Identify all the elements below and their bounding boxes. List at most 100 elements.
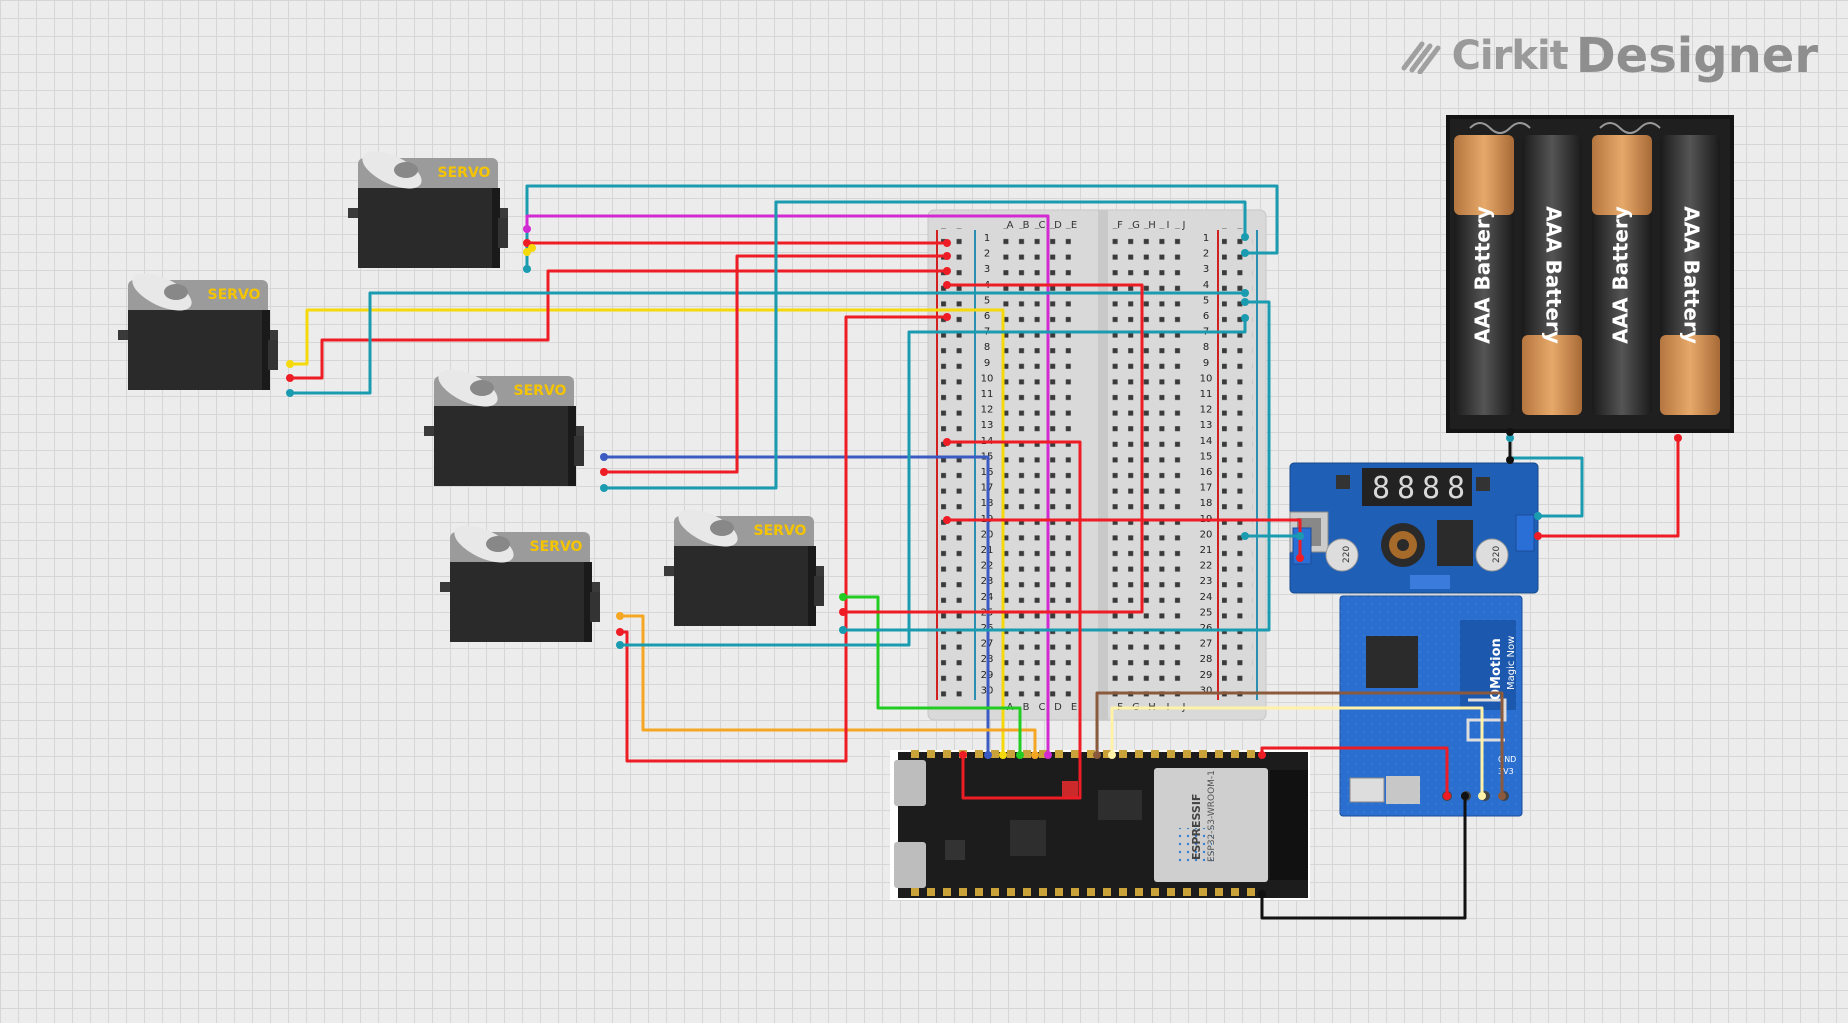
breadboard-row-label: 12 — [981, 405, 994, 416]
wire-endpoint — [1241, 314, 1249, 322]
wire-endpoint — [1534, 532, 1542, 540]
breadboard-row-label: 2 — [1203, 249, 1209, 260]
wire-endpoint — [1031, 751, 1039, 759]
breadboard-column-label: E — [1071, 220, 1077, 231]
servo-label: SERVO — [514, 383, 567, 399]
aaa-battery: AAA Battery — [1522, 135, 1582, 415]
capacitor-label: 220 — [1342, 546, 1352, 563]
wire — [1260, 796, 1467, 920]
wire-endpoint — [1108, 751, 1116, 759]
wire-endpoint — [943, 313, 951, 321]
breadboard-row-label: 5 — [984, 295, 990, 306]
breadboard-row-label: 6 — [1203, 311, 1209, 322]
wire — [1538, 438, 1680, 538]
servo-motor: SERVO — [118, 273, 278, 390]
servo-label: SERVO — [438, 165, 491, 181]
servo-motor: SERVO — [348, 151, 508, 268]
wire-endpoint — [1498, 792, 1506, 800]
servo-label: SERVO — [754, 523, 807, 539]
breadboard-column-label: E — [1071, 702, 1077, 713]
wire-endpoint — [839, 626, 847, 634]
wire-endpoint — [999, 751, 1007, 759]
receiver-tagline-text: Magic Now — [1506, 636, 1517, 690]
breadboard-row-label: 22 — [1200, 561, 1213, 572]
battery-label: AAA Battery — [1609, 206, 1633, 344]
wire — [1110, 706, 1484, 796]
wire — [620, 318, 1247, 647]
breadboard-row-label: 5 — [1203, 295, 1209, 306]
wire — [604, 200, 1247, 490]
servo-motor: SERVO — [440, 525, 600, 642]
breadboard-column-label: F — [1117, 220, 1123, 231]
wire-endpoint — [984, 751, 992, 759]
cirkit-logo-icon — [1401, 41, 1441, 74]
wire-endpoint — [839, 608, 847, 616]
wire-endpoint — [1016, 751, 1024, 759]
wire-endpoint — [1443, 792, 1451, 800]
wire-endpoint — [1258, 890, 1266, 898]
breadboard-row-label: 28 — [1200, 654, 1213, 665]
breadboard-column-label: A — [1007, 220, 1014, 231]
seven-segment-digit: 8 — [1372, 471, 1390, 506]
breadboard-column-label: C — [1039, 220, 1046, 231]
breadboard-row-label: 14 — [1200, 436, 1213, 447]
wire-endpoint — [943, 267, 951, 275]
wire-endpoint — [1674, 434, 1682, 442]
receiver-pin-label: 3V3 — [1498, 767, 1514, 776]
wires — [290, 184, 1680, 920]
breadboard-row-label: 13 — [1200, 420, 1213, 431]
breadboard-column-label: B — [1023, 220, 1030, 231]
wire-endpoint — [528, 244, 536, 252]
breadboard-column-label: D — [1054, 220, 1062, 231]
esp32-s3-devkit — [890, 750, 1310, 900]
breadboard-row-label: 21 — [1200, 545, 1213, 556]
receiver-pin-label: GND — [1498, 755, 1516, 764]
wire-endpoint — [1241, 298, 1249, 306]
wire-endpoint — [943, 438, 951, 446]
breadboard-row-label: 6 — [984, 311, 990, 322]
battery-label: AAA Battery — [1680, 206, 1704, 344]
wire-endpoint — [943, 239, 951, 247]
breadboard-row-label: 11 — [1200, 389, 1213, 400]
breadboard-row-label: 18 — [1200, 498, 1213, 509]
wire — [843, 283, 1144, 614]
wire-endpoint — [286, 389, 294, 397]
wire-endpoint — [1461, 792, 1469, 800]
wire-endpoint — [839, 593, 847, 601]
servo-motor: SERVO — [664, 509, 824, 626]
breadboard-row-label: 27 — [1200, 639, 1213, 650]
breadboard-row-label: 3 — [1203, 264, 1209, 275]
wire-endpoint — [1241, 249, 1249, 257]
breadboard-row-label: 13 — [981, 420, 994, 431]
breadboard-row-label: 25 — [1200, 607, 1213, 618]
wire-endpoint — [1506, 428, 1514, 436]
wire-endpoint — [1534, 512, 1542, 520]
wire — [604, 455, 990, 755]
aaa-battery: AAA Battery — [1660, 135, 1720, 415]
breadboard-column-label: H — [1148, 220, 1156, 231]
breadboard-row-label: 4 — [1203, 280, 1209, 291]
wire-endpoint — [600, 453, 608, 461]
wire-endpoint — [1044, 751, 1052, 759]
wire-endpoint — [523, 239, 531, 247]
wire-endpoint — [523, 265, 531, 273]
aaa-battery: AAA Battery — [1454, 135, 1514, 415]
breadboard-row-label: 2 — [984, 249, 990, 260]
wire — [290, 269, 947, 380]
wire-endpoint — [286, 374, 294, 382]
breadboard-row-label: 29 — [1200, 670, 1213, 681]
wire — [525, 184, 1279, 269]
breadboard-row-label: 23 — [1200, 576, 1213, 587]
wire-endpoint — [1296, 532, 1304, 540]
breadboard-row-label: 10 — [1200, 373, 1213, 384]
wire-endpoint — [1093, 751, 1101, 759]
breadboard-row-label: 8 — [1203, 342, 1209, 353]
brand-name-cirkit: Cirkit — [1451, 33, 1569, 79]
receiver-module — [1339, 595, 1523, 817]
wire — [843, 595, 1022, 755]
breadboard-row-label: 9 — [984, 358, 990, 369]
breadboard-column-label: I — [1167, 220, 1170, 231]
wire-endpoint — [943, 281, 951, 289]
wire — [947, 440, 1082, 800]
